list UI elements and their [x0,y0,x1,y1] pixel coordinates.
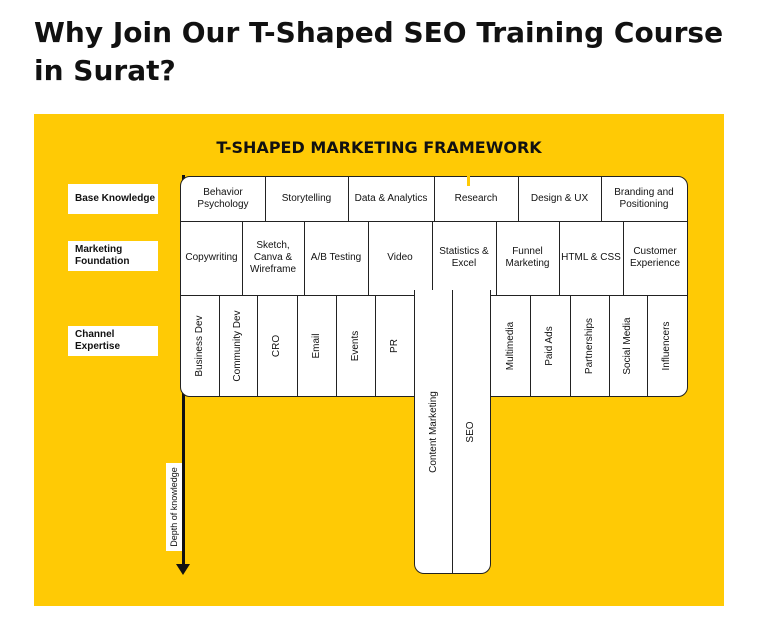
cell-partnerships: Partnerships [570,295,609,397]
cell-ab-testing: A/B Testing [310,252,362,263]
row-label-base-knowledge: Base Knowledge [68,184,158,214]
cell-divider [304,221,305,295]
cell-sketch-canva: Sketch, Canva & Wireframe [249,240,297,275]
page-heading: Why Join Our T-Shaped SEO Training Cours… [34,16,724,87]
cell-divider [242,221,243,295]
depth-axis-label: Depth of knowledge [166,463,182,551]
cell-divider [609,295,610,397]
row-divider [181,221,687,222]
cell-divider [432,221,433,295]
cell-label: Partnerships [583,317,595,375]
cell-label: Influencers [661,321,672,371]
cell-storytelling: Storytelling [281,193,332,204]
cell-funnel-marketing: Funnel Marketing [505,246,550,269]
cell-label: Multimedia [505,321,516,371]
cell-influencers: Influencers [647,295,687,397]
cell-customer-experience: Customer Experience [629,246,681,269]
cell-label: PR [389,339,400,353]
framework-panel: T-SHAPED MARKETING FRAMEWORK Base Knowle… [34,114,724,606]
cell-divider [570,295,571,397]
cell-divider [297,295,298,397]
depth-axis-arrow-icon [176,564,190,575]
cell-seo: SEO [452,290,490,573]
cell-divider [375,295,376,397]
cell-divider [647,295,648,397]
cell-divider [434,177,435,221]
cell-divider [496,221,497,295]
cell-social-media: Social Media [609,295,647,397]
cell-divider [265,177,266,221]
cell-divider [257,295,258,397]
cell-divider [336,295,337,397]
cell-label: Business Dev [194,315,205,377]
cell-divider [452,290,453,573]
cell-label: Events [349,330,361,362]
cell-divider [219,295,220,397]
cell-label: SEO [465,420,476,443]
row-label-marketing-foundation: Marketing Foundation [68,241,158,271]
cell-video: Video [387,252,413,263]
cell-cro: CRO [257,295,297,397]
cell-html-css: HTML & CSS [561,252,621,263]
cell-multimedia: Multimedia [492,295,530,397]
cell-divider [530,295,531,397]
cell-divider [348,177,349,221]
cell-label: CRO [271,334,282,358]
cell-divider [368,221,369,295]
yellow-tick-mark [467,176,470,186]
cell-divider [623,221,624,295]
cell-data-analytics: Data & Analytics [354,193,428,204]
cell-content-marketing: Content Marketing [415,290,452,573]
cell-divider [601,177,602,221]
cell-research: Research [454,193,498,204]
framework-title: T-SHAPED MARKETING FRAMEWORK [216,138,542,157]
deep-expertise-stem: Content Marketing SEO [414,290,491,574]
cell-label: Community Dev [232,310,243,382]
cell-divider [559,221,560,295]
cell-community-dev: Community Dev [219,295,257,397]
cell-label: Content Marketing [427,390,439,473]
cell-label: Email [310,333,322,359]
cell-behavior-psychology: Behavior Psychology [197,187,249,210]
cell-label: Social Media [622,317,633,375]
cell-paid-ads: Paid Ads [530,295,570,397]
cell-business-dev: Business Dev [181,295,219,397]
cell-statistics-excel: Statistics & Excel [439,246,489,269]
row-label-channel-expertise: Channel Expertise [68,326,158,356]
cell-pr: PR [375,295,415,397]
cell-design-ux: Design & UX [530,193,589,204]
cell-copywriting: Copywriting [185,252,238,263]
cell-label: Paid Ads [544,326,555,366]
cell-events: Events [336,295,375,397]
cell-email: Email [297,295,336,397]
cell-branding-positioning: Branding and Positioning [614,187,674,210]
cell-divider [518,177,519,221]
